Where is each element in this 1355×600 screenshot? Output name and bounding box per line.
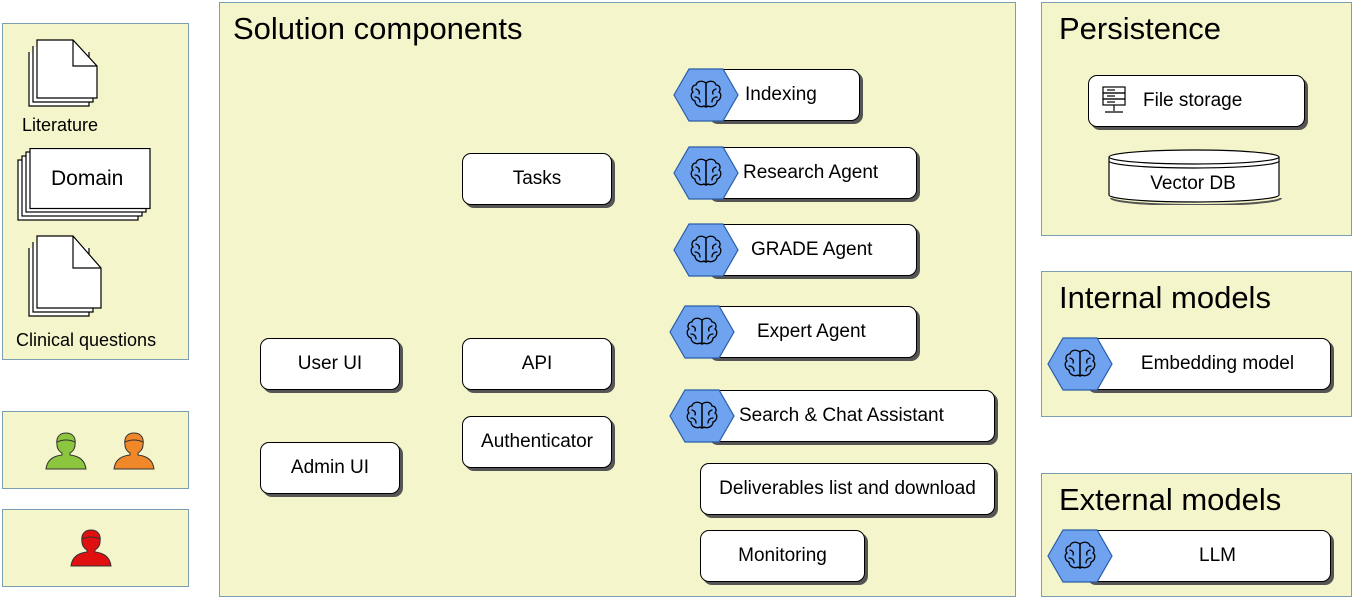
authenticator-box: Authenticator <box>462 416 612 468</box>
search-chat-box: Search & Chat Assistant <box>706 390 995 442</box>
literature-document-stack-icon <box>28 39 98 107</box>
internal-models-title: Internal models <box>1059 280 1271 315</box>
external-models-title: External models <box>1059 482 1282 517</box>
clinical-questions-document-stack-icon <box>28 235 102 317</box>
expert-agent-box: Expert Agent <box>706 306 917 358</box>
grade-agent-brain-icon <box>673 223 739 277</box>
persistence-title: Persistence <box>1059 11 1221 46</box>
admin-users-panel <box>2 509 189 587</box>
search-chat-brain-icon <box>669 389 735 443</box>
grade-agent-label: GRADE Agent <box>751 239 873 260</box>
user-ui-box: User UI <box>260 338 400 390</box>
search-chat-label: Search & Chat Assistant <box>739 405 944 426</box>
file-storage-label: File storage <box>1143 90 1243 111</box>
solution-components-title: Solution components <box>233 11 523 46</box>
monitoring-box: Monitoring <box>700 530 865 582</box>
file-storage-box: File storage <box>1088 75 1305 127</box>
expert-agent-brain-icon <box>669 305 735 359</box>
indexing-brain-icon <box>673 68 739 122</box>
llm-brain-icon <box>1047 529 1113 583</box>
research-agent-box: Research Agent <box>706 147 917 199</box>
research-agent-label: Research Agent <box>743 162 879 183</box>
embedding-model-brain-icon <box>1047 337 1113 391</box>
vector-db: Vector DB <box>1107 147 1282 205</box>
database-icon <box>1108 149 1282 205</box>
user-orange-icon <box>113 432 155 470</box>
domain-label: Domain <box>51 167 124 190</box>
user-green-icon <box>45 432 87 470</box>
literature-label: Literature <box>22 115 99 135</box>
embedding-model-box: Embedding model <box>1084 338 1331 390</box>
vector-db-label: Vector DB <box>1150 173 1236 194</box>
expert-agent-label: Expert Agent <box>757 321 866 342</box>
user-red-icon <box>70 529 112 567</box>
tasks-box: Tasks <box>462 153 612 205</box>
domain-document-stack-icon <box>17 148 151 221</box>
deliverables-box: Deliverables list and download <box>700 463 995 515</box>
llm-box: LLM <box>1084 530 1331 582</box>
embedding-model-label: Embedding model <box>1140 353 1295 374</box>
server-icon <box>1102 86 1126 113</box>
inputs-panel: Literature Domain Clinical questions <box>2 23 189 360</box>
users-panel <box>2 411 189 489</box>
llm-label: LLM <box>1199 545 1236 566</box>
research-agent-brain-icon <box>673 146 739 200</box>
clinical-questions-label: Clinical questions <box>16 330 157 350</box>
admin-ui-box: Admin UI <box>260 442 400 494</box>
indexing-label: Indexing <box>745 84 817 105</box>
api-box: API <box>462 338 612 390</box>
